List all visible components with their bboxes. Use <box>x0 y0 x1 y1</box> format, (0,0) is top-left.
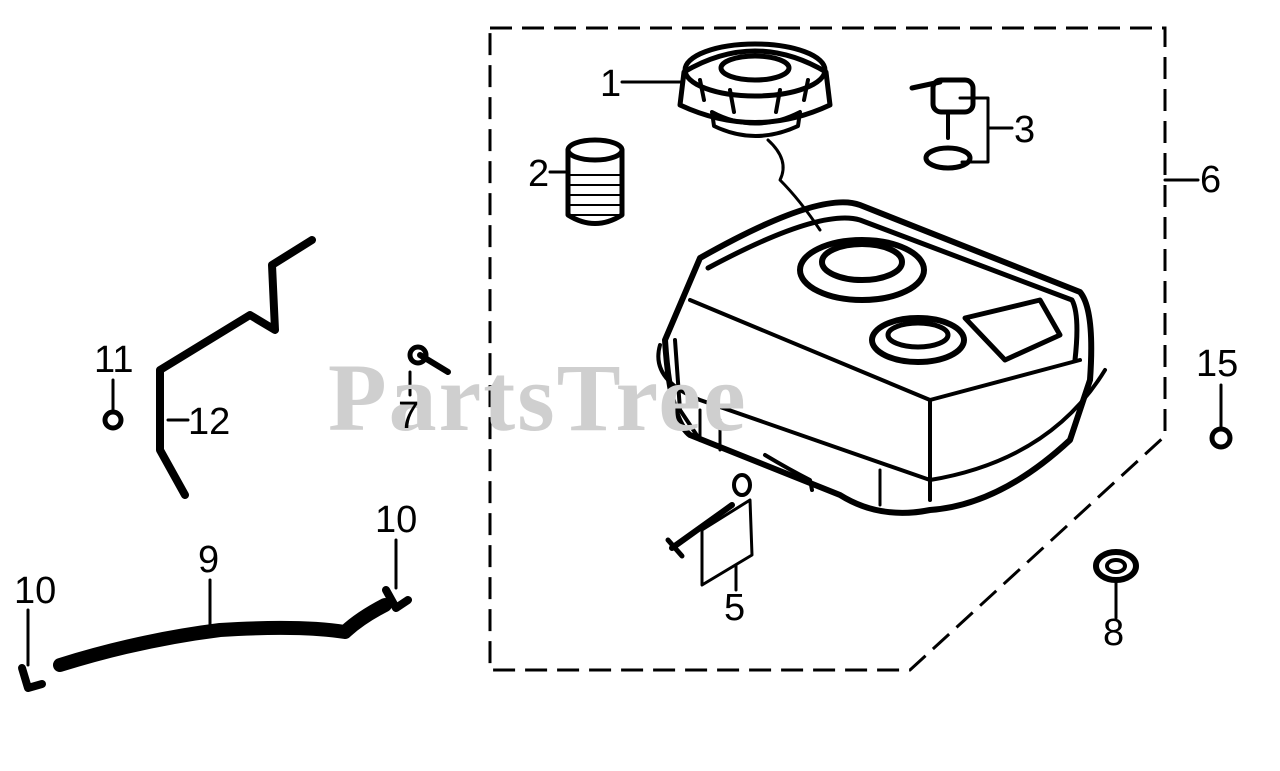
callout-9: 9 <box>198 539 219 581</box>
callout-5: 5 <box>724 587 745 629</box>
callout-7: 7 <box>398 395 419 437</box>
callout-10-left: 10 <box>14 570 56 612</box>
part-fuel-valve[interactable] <box>909 77 976 171</box>
part-fuel-cap[interactable] <box>677 41 833 232</box>
callout-6: 6 <box>1200 159 1221 201</box>
callout-15: 15 <box>1196 343 1238 385</box>
part-clip[interactable] <box>102 409 124 431</box>
callout-10-right: 10 <box>375 499 417 541</box>
part-drain-screw[interactable] <box>665 473 754 587</box>
part-fuel-hose[interactable] <box>53 598 392 672</box>
part-fuel-tank[interactable] <box>656 199 1107 516</box>
part-bolt[interactable] <box>407 344 451 375</box>
assembly-boundary <box>488 26 1167 672</box>
part-hose-clamp-left[interactable] <box>18 664 46 692</box>
callout-2: 2 <box>528 153 549 195</box>
callout-11: 11 <box>94 339 133 381</box>
part-washer[interactable] <box>1093 549 1139 583</box>
callout-1: 1 <box>600 63 621 105</box>
watermark-text: PartsTree <box>328 344 748 451</box>
callout-3: 3 <box>1014 109 1035 151</box>
callout-8: 8 <box>1103 612 1124 654</box>
leader-lines <box>26 80 1223 667</box>
part-nut[interactable] <box>1209 426 1233 450</box>
part-breather-rod[interactable] <box>156 236 316 499</box>
callout-12: 12 <box>188 401 230 443</box>
part-fuel-strainer[interactable] <box>565 137 625 226</box>
part-hose-clamp-right[interactable] <box>382 586 412 612</box>
